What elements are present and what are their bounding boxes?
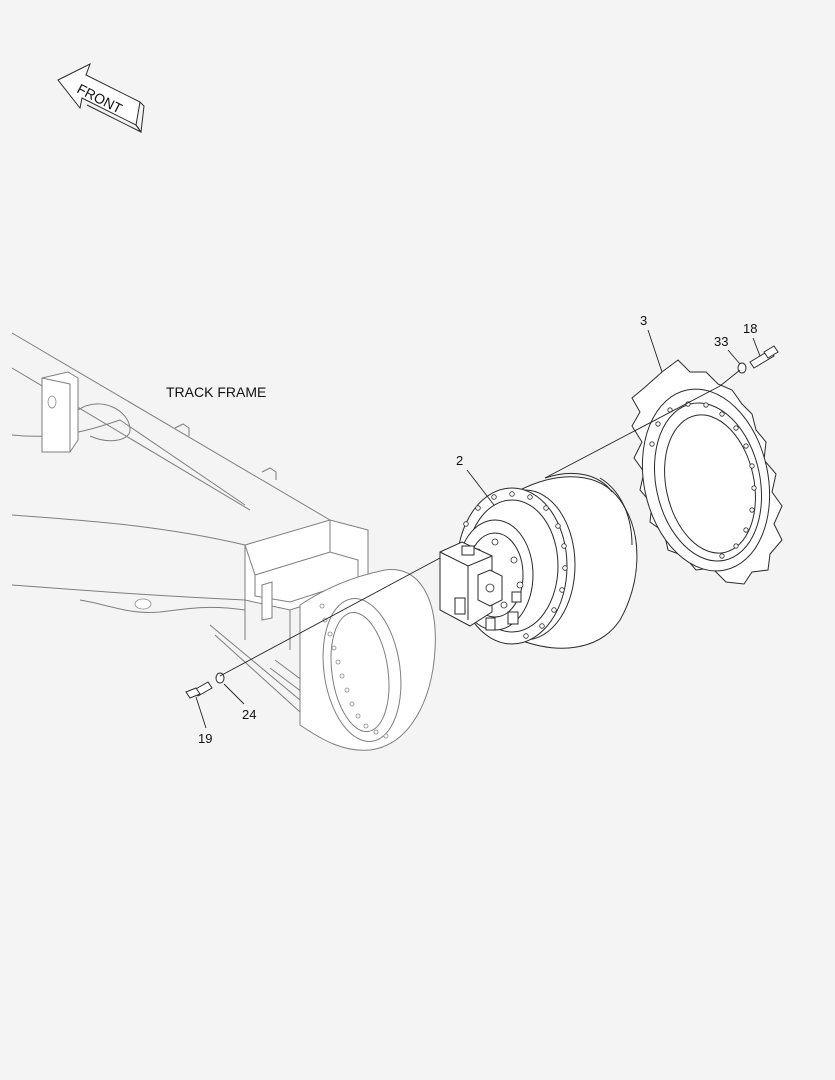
sprocket bbox=[631, 359, 783, 585]
travel-motor bbox=[439, 472, 638, 649]
assembly-guide-lines bbox=[219, 369, 741, 677]
flange-bolt-holes bbox=[463, 491, 568, 639]
leader-lines bbox=[195, 329, 761, 729]
track-frame-label: TRACK FRAME bbox=[166, 384, 266, 400]
front-arrow-icon: FRONT bbox=[57, 62, 145, 134]
callout-18: 18 bbox=[743, 321, 757, 336]
bolt-19 bbox=[185, 681, 213, 699]
track-frame bbox=[11, 332, 436, 751]
mount-bolt-holes bbox=[319, 603, 389, 739]
bolt-18 bbox=[749, 345, 779, 369]
callout-33: 33 bbox=[714, 334, 728, 349]
callout-3: 3 bbox=[640, 313, 647, 328]
sprocket-bolt-holes bbox=[649, 401, 757, 559]
washer-24 bbox=[215, 672, 225, 684]
callout-19: 19 bbox=[198, 731, 212, 746]
washer-33 bbox=[737, 362, 747, 374]
callout-24: 24 bbox=[242, 707, 256, 722]
callout-2: 2 bbox=[456, 453, 463, 468]
